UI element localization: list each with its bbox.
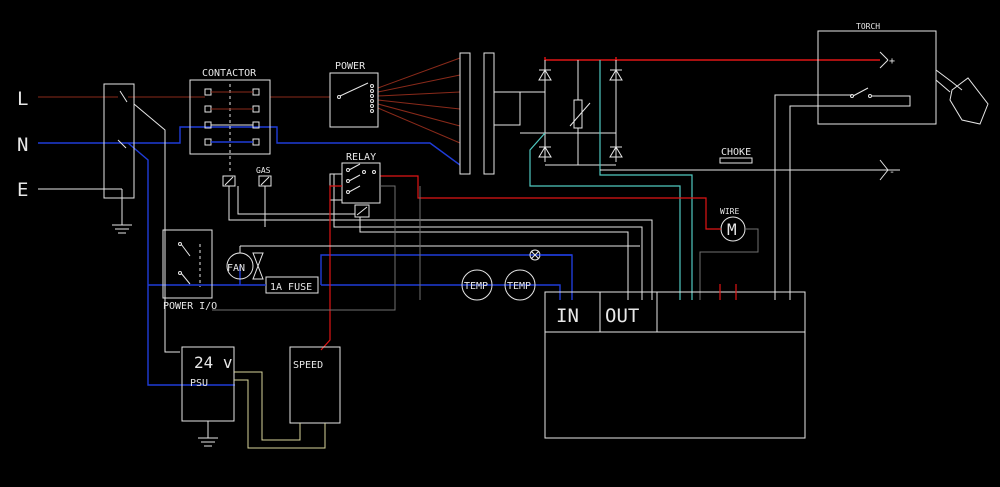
- psu: 24 v PSU: [181, 346, 235, 447]
- diode-icon: [538, 69, 623, 158]
- label-n: N: [17, 134, 28, 156]
- relay: RELAY: [320, 152, 643, 351]
- label-e: E: [17, 179, 28, 201]
- fuse: 1A FUSE: [240, 276, 319, 294]
- ground-icon: [198, 437, 218, 447]
- isolator-block: [38, 83, 135, 234]
- isolator-contact-l: [119, 90, 128, 103]
- speed-label: SPEED: [293, 360, 323, 371]
- controller-frame: [544, 291, 806, 439]
- transformer-secondary: [483, 52, 495, 175]
- torch-frame: [817, 30, 937, 125]
- choke-body: [719, 157, 753, 164]
- switch-icon: [337, 82, 374, 113]
- speed-controller: SPEED: [289, 346, 341, 424]
- power-label: POWER: [335, 61, 366, 72]
- neutral-wires: [38, 126, 573, 386]
- contactor: CONTACTOR: [189, 68, 271, 172]
- torch-minus-label: -: [889, 167, 895, 178]
- choke: CHOKE -: [600, 147, 900, 181]
- contactor-label: CONTACTOR: [202, 68, 257, 79]
- power-switch-frame: [329, 72, 379, 128]
- live-wires: [38, 57, 461, 144]
- contactor-frame: [189, 79, 271, 155]
- isolator-contact-n: [117, 139, 127, 149]
- relay-frame: [341, 162, 381, 204]
- torch-plus-label: +: [889, 56, 895, 67]
- isolator-frame: [103, 83, 135, 199]
- psu-voltage-label: 24 v: [194, 353, 233, 372]
- speed-frame: [289, 346, 341, 424]
- power-io-frame: [162, 229, 213, 299]
- torch-block: TORCH +: [774, 22, 989, 300]
- motor-icon: M: [720, 216, 746, 242]
- controller-out-label: OUT: [605, 305, 639, 327]
- rectifier: [520, 57, 880, 166]
- ground-icon: [112, 224, 132, 234]
- fuse-label: 1A FUSE: [270, 282, 312, 293]
- motor-label: M: [727, 220, 737, 239]
- choke-label: CHOKE: [721, 147, 751, 158]
- temp-label-1: TEMP: [464, 281, 488, 292]
- wire-label: WIRE: [720, 207, 739, 216]
- teal-wires: [529, 60, 693, 300]
- fan-icon: FAN: [226, 252, 264, 280]
- torch-label: TORCH: [856, 22, 880, 31]
- transformer-primary: [459, 52, 471, 175]
- temp-sensor-2: [504, 269, 536, 301]
- psu-label: PSU: [190, 378, 208, 389]
- fan: FAN: [226, 245, 640, 280]
- temp-sensor-1: [461, 269, 493, 301]
- power-switch: POWER: [329, 61, 379, 128]
- label-l: L: [17, 88, 28, 110]
- temp-sensors: TEMP TEMP: [461, 269, 536, 301]
- wire-motor: WIRE M: [380, 175, 759, 300]
- solenoids: GAS: [222, 166, 653, 300]
- controller-in-label: IN: [556, 305, 579, 327]
- solenoid-icon: [222, 175, 272, 187]
- transformer: [459, 52, 521, 175]
- fan-label: FAN: [227, 263, 245, 274]
- mains-terminals: L N E: [17, 88, 28, 201]
- gas-label: GAS: [256, 166, 271, 175]
- power-io-label: POWER I/O: [163, 301, 217, 312]
- controller-board: IN OUT: [544, 284, 806, 439]
- torch-icon: [935, 69, 989, 125]
- relay-label: RELAY: [346, 152, 376, 163]
- power-io: POWER I/O: [133, 103, 217, 353]
- temp-label-2: TEMP: [507, 281, 531, 292]
